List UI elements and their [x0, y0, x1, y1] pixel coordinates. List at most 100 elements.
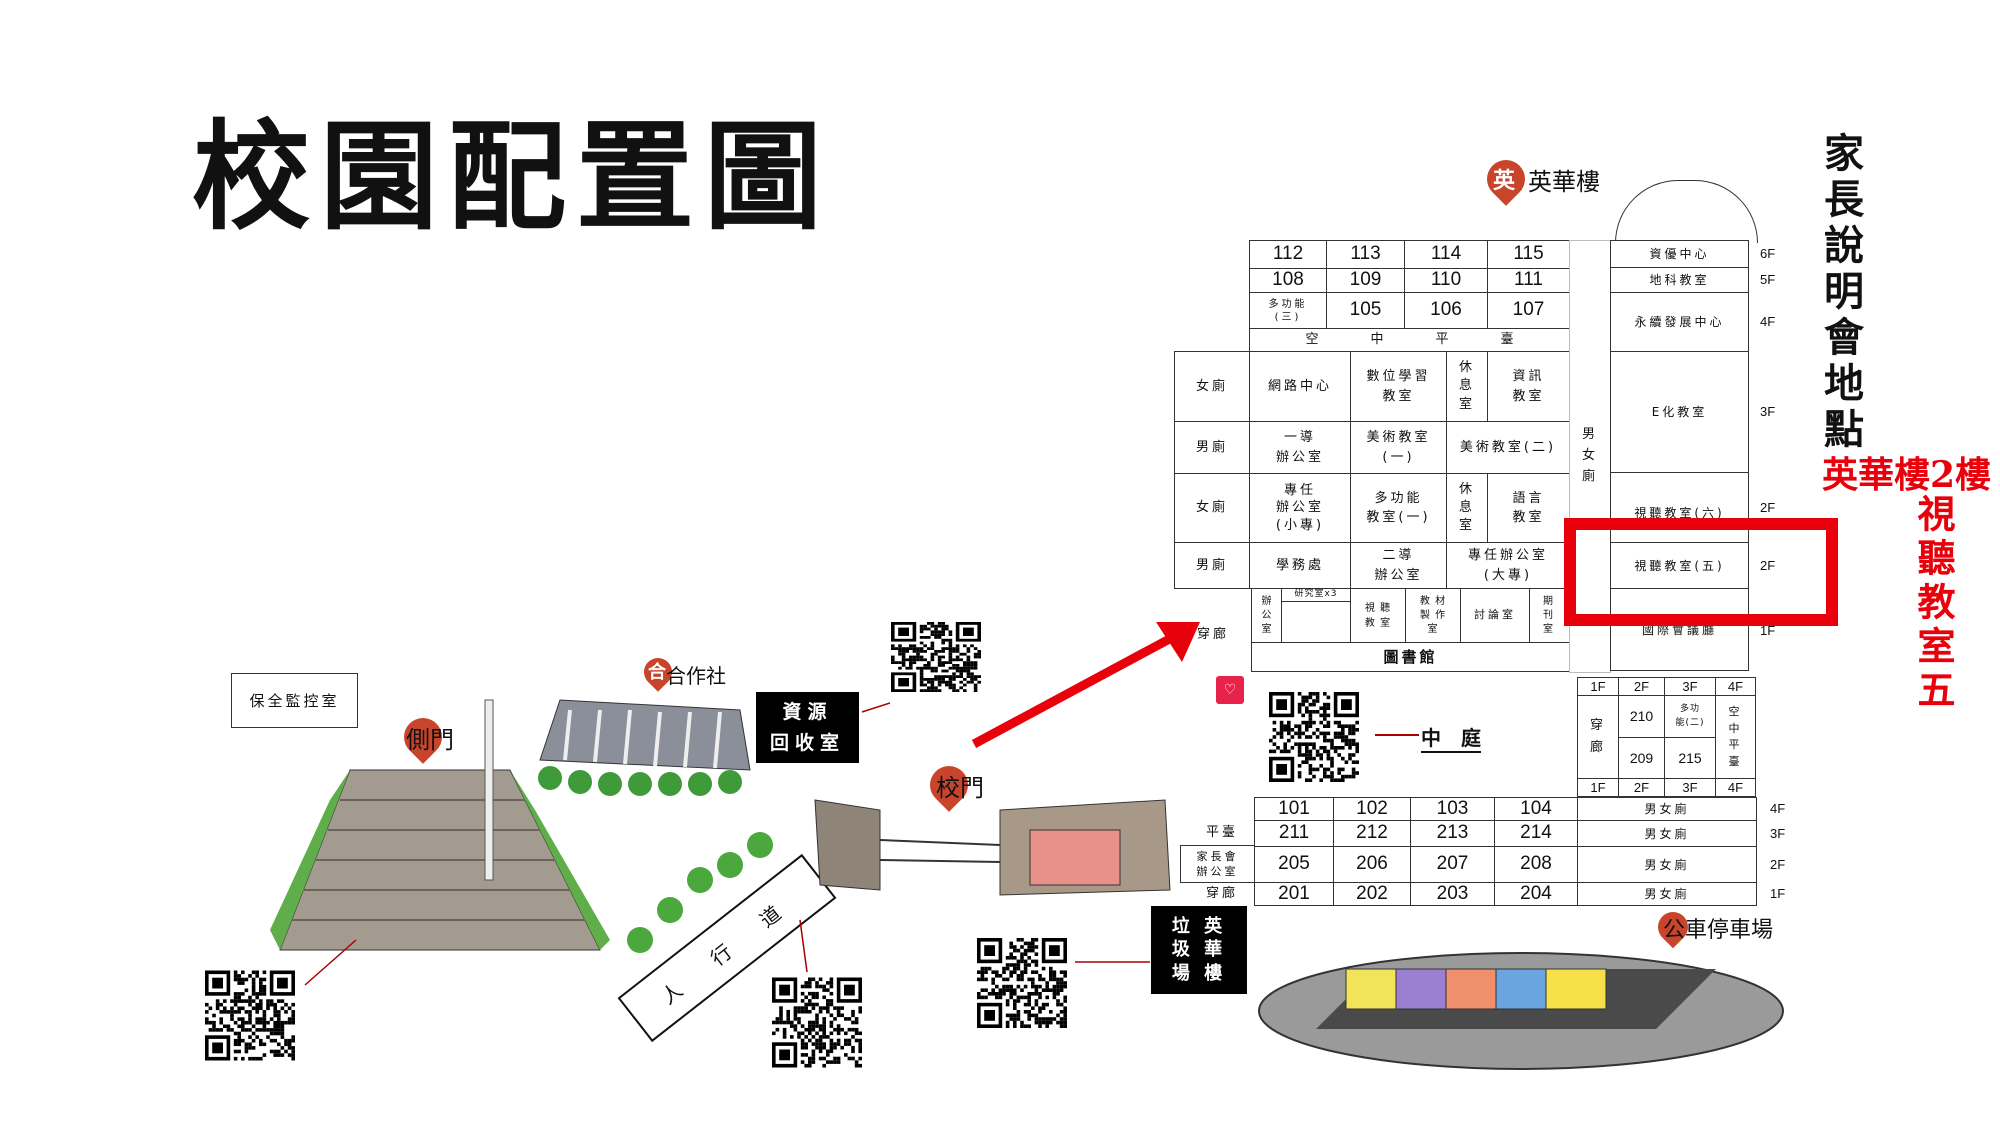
floor-label: 2F	[1760, 500, 1776, 515]
room-cell-highlighted: 視聽教室(五)	[1610, 542, 1749, 589]
page-title: 校園配置圖	[192, 107, 833, 246]
room-cell: 資訊 教室	[1487, 351, 1570, 422]
pointer-line	[1375, 734, 1419, 736]
room-cell: 視聽教室(六)	[1610, 472, 1749, 543]
notice-heading: 家長說明會地點	[1817, 132, 1864, 454]
floor-label: 3F	[1760, 404, 1776, 419]
notice-location: 英華樓2樓	[1822, 454, 1992, 496]
floor-header: 4F	[1715, 778, 1756, 797]
qr-code-icon[interactable]	[891, 622, 981, 692]
room-cell: 107	[1487, 292, 1570, 329]
floor-label: 5F	[1760, 272, 1776, 287]
qr-code-icon[interactable]	[1269, 692, 1359, 782]
row-label: 平臺	[1205, 825, 1238, 841]
room-cell: 113	[1326, 240, 1405, 269]
floor-label: 4F	[1760, 314, 1776, 329]
room-cell: 美術教室 (一)	[1350, 421, 1447, 474]
room-cell: 208	[1494, 846, 1578, 883]
platform-cell: 空 中 平 臺	[1715, 695, 1756, 779]
floor-header: 1F	[1577, 677, 1619, 696]
label-coop: 合作社	[666, 664, 726, 688]
corridor-label: 穿廊	[1196, 627, 1229, 643]
room-cell: 111	[1487, 268, 1570, 293]
room-cell: 204	[1494, 882, 1578, 906]
qr-code-icon[interactable]	[772, 977, 862, 1068]
main-gate-illustration	[814, 799, 1171, 896]
room-cell: 多功 能(二)	[1664, 695, 1716, 738]
notice-room: 視聽教室五	[1911, 494, 1956, 714]
room-cell: 215	[1664, 737, 1716, 779]
floor-label: 1F	[1770, 886, 1786, 901]
stairs-illustration	[270, 699, 610, 951]
room-cell: 106	[1404, 292, 1488, 329]
room-cell: 資優中心	[1610, 240, 1749, 268]
label-yinghua: 英華樓	[1528, 168, 1600, 196]
room-cell: 212	[1333, 820, 1411, 847]
room-cell: 207	[1410, 846, 1495, 883]
qr-code-icon[interactable]	[205, 970, 295, 1061]
room-cell: 202	[1333, 882, 1411, 906]
restroom-cell: 男女廁	[1577, 882, 1757, 906]
room-cell: 105	[1326, 292, 1405, 329]
floor-header: 2F	[1618, 677, 1665, 696]
floor-label: 1F	[1760, 623, 1776, 638]
room-cell: 國際會議廳	[1610, 588, 1749, 671]
library: 圖書館	[1251, 642, 1570, 672]
room-cell: 永續發展中心	[1610, 292, 1749, 352]
row-label: 家長會 辦公室	[1180, 845, 1255, 883]
room-cell: 108	[1249, 268, 1327, 293]
coop-building-illustration	[538, 699, 751, 796]
label-courtyard: 中 庭	[1421, 722, 1481, 753]
room-cell: 110	[1404, 268, 1488, 293]
room-cell: 女廁	[1174, 473, 1250, 543]
room-cell: 網路中心	[1249, 351, 1351, 422]
room-cell: 美術教室(二)	[1446, 421, 1570, 474]
qr-code-icon[interactable]	[977, 938, 1067, 1028]
restroom-cell: 男女廁	[1577, 846, 1757, 883]
trash-yard: 垃 英 圾 華 場 樓	[1151, 906, 1247, 994]
room-cell: 一導 辦公室	[1249, 421, 1351, 474]
floor-label: 2F	[1770, 856, 1786, 872]
label-bus-parking: 公車停車場	[1663, 918, 1774, 943]
bus-parking-illustration	[1258, 952, 1784, 1070]
room-cell: 學務處	[1249, 542, 1351, 589]
row-label: 穿廊	[1205, 886, 1238, 902]
highlight-box	[1564, 518, 1838, 626]
recycle-room: 資源 回收室	[756, 692, 859, 763]
floor-header: 1F	[1577, 778, 1619, 797]
room-cell: 專任辦公室 (大專)	[1446, 542, 1570, 589]
floor-label: 6F	[1760, 246, 1776, 261]
room-cell: 討論室	[1460, 588, 1530, 643]
room-cell: 214	[1494, 820, 1578, 847]
room-cell: 研究室x3	[1281, 588, 1351, 602]
room-cell: 教 材 製 作 室	[1405, 588, 1461, 643]
room-cell: 女廁	[1174, 351, 1250, 422]
label-main-gate: 校門	[936, 774, 984, 802]
floor-label: 2F	[1760, 558, 1776, 573]
room-cell: 101	[1254, 797, 1334, 821]
room-cell: 休 息 室	[1446, 473, 1488, 543]
security-room: 保全監控室	[231, 673, 358, 728]
room-cell: 數位學習 教室	[1350, 351, 1447, 422]
room-cell: 多功能 教室(一)	[1350, 473, 1447, 543]
room-cell: 多功能 (三)	[1249, 292, 1327, 329]
room-cell: 114	[1404, 240, 1488, 269]
led-icon: ♡	[1216, 676, 1244, 704]
room-cell: 109	[1326, 268, 1405, 293]
room-cell: 201	[1254, 882, 1334, 906]
room-cell: 專任 辦公室 (小專)	[1249, 473, 1351, 543]
trees-illustration	[627, 832, 773, 953]
room-cell: 視 聽 教 室	[1350, 588, 1406, 643]
room-cell: 二導 辦公室	[1350, 542, 1447, 589]
room-cell: 203	[1410, 882, 1495, 906]
room-cell: 辦 公 室	[1251, 588, 1282, 643]
floor-label: 3F	[1770, 825, 1786, 841]
room-cell: E化教室	[1610, 351, 1749, 473]
room-cell: 112	[1249, 240, 1327, 269]
floor-label: 4F	[1770, 801, 1786, 816]
label-side-gate: 側門	[406, 726, 454, 754]
arrow-icon	[971, 622, 1200, 748]
corridor-cell: 穿 廊	[1577, 695, 1619, 779]
room-cell: 休 息 室	[1446, 351, 1488, 422]
